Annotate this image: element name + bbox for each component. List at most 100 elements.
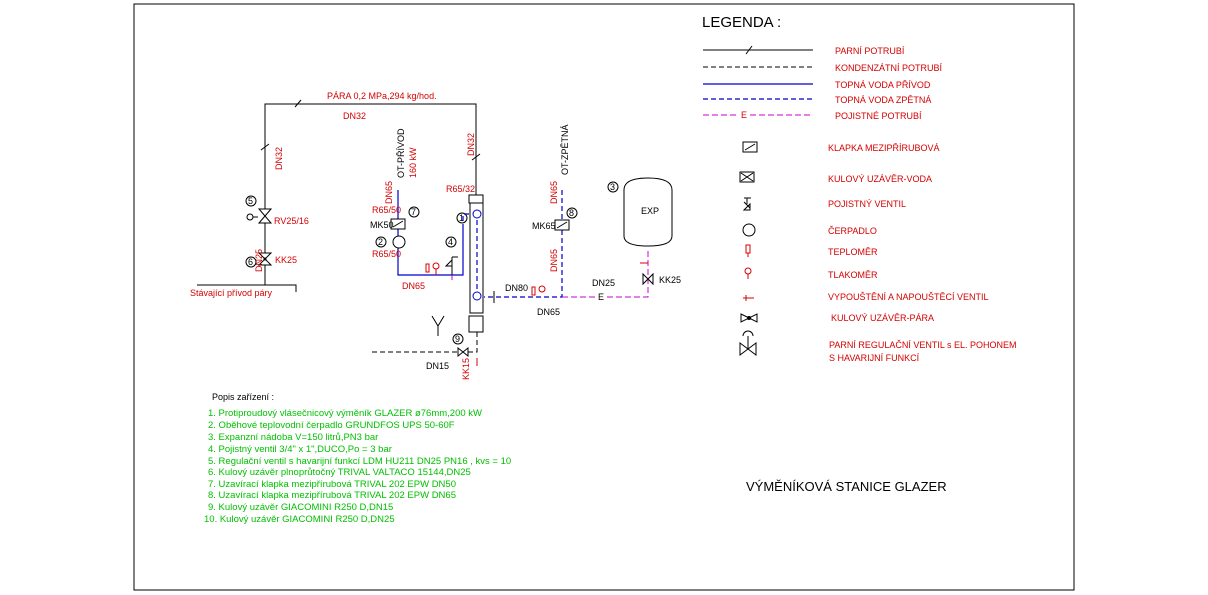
- dn65-bottom-label: DN65: [402, 281, 425, 291]
- legend-symbol-label-1: KULOVÝ UZÁVĚR-VODA: [828, 174, 932, 184]
- condensate-pipe: [372, 332, 478, 353]
- safety-valve-icon: [742, 197, 751, 211]
- svg-text:3: 3: [610, 182, 615, 192]
- ball-valve-water-icon: [739, 171, 755, 183]
- legend-symbol-label-8a: PARNÍ REGULAČNÍ VENTIL s EL. POHONEM: [829, 340, 1017, 350]
- svg-text:5: 5: [248, 196, 253, 206]
- ball-valve-exp: [642, 272, 654, 286]
- legend-symbol-label-8b: S HAVARIJNÍ FUNKCÍ: [829, 353, 920, 363]
- legend-title: LEGENDA :: [702, 14, 781, 31]
- ot-return-label: OT-ZPĚTNÁ: [560, 124, 570, 175]
- existing-steam-label: Stávající přívod páry: [190, 288, 273, 298]
- legend-symbol-label-6: VYPOUŠTĚNÍ A NAPOUŠTĚCÍ VENTIL: [828, 292, 989, 302]
- legend-line-supply: TOPNÁ VODA PŘÍVOD: [703, 80, 931, 90]
- regulating-valve-5: [246, 208, 273, 224]
- equipment-item: 5. Regulační ventil s havarijní funkcí L…: [208, 456, 511, 467]
- thermometer-icon: [745, 244, 751, 257]
- ball-valve-9: [457, 346, 469, 358]
- dn32-right-label: DN32: [466, 133, 476, 156]
- steam-header-label: PÁRA 0,2 MPa,294 kg/hod.: [327, 91, 437, 101]
- number-2: 2: [375, 236, 387, 248]
- svg-text:1: 1: [459, 213, 464, 223]
- legend-label-supply: TOPNÁ VODA PŘÍVOD: [835, 80, 931, 90]
- dn25-exp-label: DN25: [592, 278, 615, 288]
- svg-text:EXP: EXP: [641, 206, 659, 216]
- number-3: 3: [607, 181, 619, 193]
- number-8: 8: [566, 207, 578, 219]
- legend-symbol-label-3: ČERPADLO: [828, 226, 877, 236]
- equipment-item: 8. Uzavírací klapka mezipřírubová TRIVAL…: [208, 490, 456, 501]
- dn32-top-label: DN32: [343, 111, 366, 121]
- dn25-left-label: DN25: [254, 249, 264, 272]
- number-4: 4: [445, 236, 457, 248]
- legend-symbol-label-7: KULOVÝ UZÁVĚR-PÁRA: [831, 313, 934, 323]
- dn65-ret-mid-label: DN65: [549, 249, 559, 272]
- legend-symbol-label-2: POJISTNÝ VENTIL: [828, 199, 906, 209]
- legend-label-steam: PARNÍ POTRUBÍ: [835, 46, 905, 56]
- number-9: 9: [452, 333, 464, 345]
- equipment-item: 6. Kulový uzávěr plnoprůtočný TRIVAL VAL…: [208, 467, 471, 478]
- legend-symbol-label-0: KLAPKA MEZIPŘÍRUBOVÁ: [828, 143, 940, 153]
- equipment-item: 10. Kulový uzávěr GIACOMINI R250 D,DN25: [204, 514, 395, 525]
- legend-line-return: TOPNÁ VODA ZPĚTNÁ: [703, 95, 931, 105]
- svg-text:2: 2: [378, 237, 383, 247]
- pump-icon: [742, 223, 756, 237]
- legend-line-condensate: KONDENZÁTNÍ POTRUBÍ: [703, 63, 943, 73]
- dn32-left-label: DN32: [274, 147, 284, 170]
- e-marker-label: E: [598, 292, 604, 302]
- legend-safety-marker: E: [741, 110, 747, 120]
- r65-50-top-label: R65/50: [372, 205, 401, 215]
- legend-label-return: TOPNÁ VODA ZPĚTNÁ: [835, 95, 931, 105]
- legend-symbol-label-5: TLAKOMĚR: [828, 270, 878, 280]
- pump-2: [392, 235, 406, 249]
- number-1: 1: [456, 212, 468, 224]
- drawing-title: VÝMĚNÍKOVÁ STANICE GLAZER: [746, 479, 947, 494]
- equipment-item: 7. Uzavírací klapka mezipřírubová TRIVAL…: [208, 479, 456, 490]
- dn65-supply-label: DN65: [384, 181, 394, 204]
- r65-50-bot-label: R65/50: [372, 249, 401, 259]
- legend-label-safety: POJISTNÉ POTRUBÍ: [835, 111, 922, 121]
- heat-exchanger: [468, 194, 484, 333]
- number-5: 5: [245, 195, 257, 207]
- dn80-label: DN80: [505, 283, 528, 293]
- number-6: 6: [245, 256, 257, 268]
- safety-valve-4: [444, 256, 458, 280]
- expansion-vessel: EXP: [623, 177, 673, 247]
- schematic: PÁRA 0,2 MPa,294 kg/hod. DN32 DN32 DN32 …: [190, 91, 681, 380]
- equipment-heading: Popis zařízení :: [212, 392, 274, 402]
- ball-valve-6: [257, 252, 273, 266]
- wafer-flap-icon: [742, 141, 758, 153]
- equipment-item: 3. Expanzní nádoba V=150 litrů,PN3 bar: [208, 432, 378, 443]
- legend-line-steam: PARNÍ POTRUBÍ: [703, 45, 905, 56]
- return-pipe: [484, 190, 563, 298]
- dn65-ret-bottom-label: DN65: [537, 307, 560, 317]
- kk25-left-label: KK25: [275, 255, 297, 265]
- kk25-exp-label: KK25: [659, 275, 681, 285]
- ball-valve-steam-icon: [740, 313, 758, 323]
- svg-text:8: 8: [569, 208, 574, 218]
- supply-pipe: [397, 190, 464, 276]
- legend-symbol-label-4: TEPLOMĚR: [828, 247, 878, 257]
- mk50-label: MK50: [370, 220, 394, 230]
- dn15-label: DN15: [426, 361, 449, 371]
- drain-fill-valve-icon: [743, 295, 754, 301]
- kk15-label: KK15: [461, 358, 471, 380]
- power-label: 160 kW: [408, 147, 418, 178]
- steam-pipe: [264, 103, 477, 285]
- legend-line-safety: E POJISTNÉ POTRUBÍ: [703, 110, 922, 121]
- drawing-frame: [133, 3, 1075, 591]
- rv-label: RV25/16: [274, 216, 309, 226]
- svg-text:7: 7: [411, 207, 416, 217]
- equipment-item: 2. Oběhové teplovodní čerpadlo GRUNDFOS …: [208, 420, 455, 431]
- svg-text:4: 4: [448, 237, 453, 247]
- svg-text:9: 9: [455, 334, 460, 344]
- mk65-label: MK65: [532, 221, 556, 231]
- equipment-list: Popis zařízení : 1. Protiproudový vláseč…: [204, 392, 511, 525]
- number-7: 7: [408, 206, 420, 218]
- r65-32-label: R65/32: [446, 184, 475, 194]
- equipment-item: 9. Kulový uzávěr GIACOMINI R250 D,DN15: [208, 502, 393, 513]
- ot-supply-label: OT-PŘÍVOD: [396, 128, 406, 178]
- legend-label-condensate: KONDENZÁTNÍ POTRUBÍ: [835, 63, 943, 73]
- regulating-valve-icon: [739, 330, 757, 356]
